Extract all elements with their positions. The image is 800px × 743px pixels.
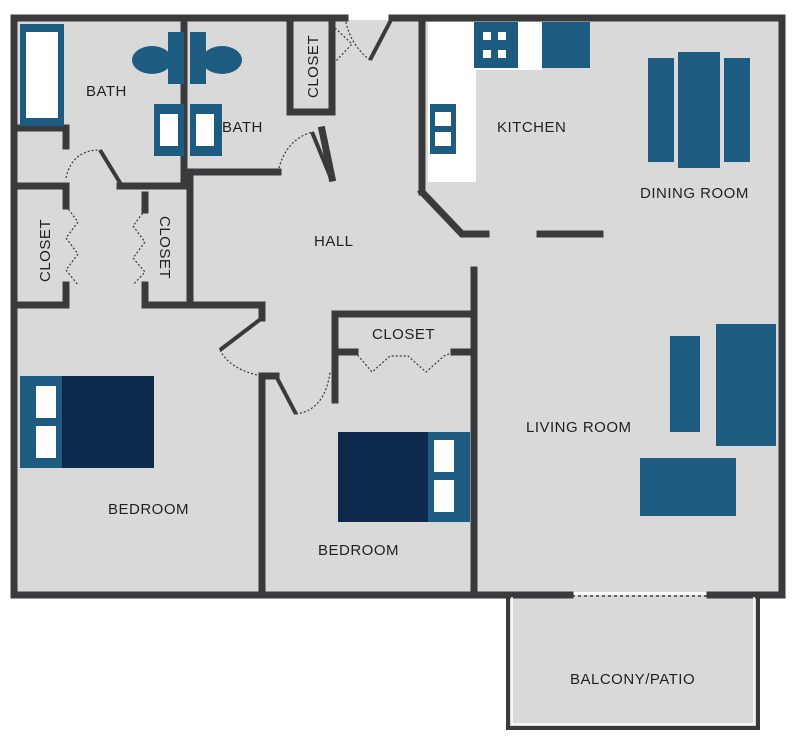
label-bath-2: BATH [222,119,263,136]
balcony-outline [506,595,760,730]
sink-1-basin [160,114,178,146]
closet-bed2-door [354,351,455,373]
bath2-door-swing [277,131,313,173]
wall-top-right [388,14,786,599]
wall-hall-stub [317,125,337,183]
label-bedroom-2: BEDROOM [318,542,399,559]
label-closet-left-2: CLOSET [156,216,173,279]
label-hall: HALL [314,233,354,250]
toilet-2-tank [190,32,206,84]
bedroom2-door-leaf [274,375,298,415]
bath1-door-swing [65,149,101,179]
dining-bench-right [724,58,750,162]
refrigerator [542,22,590,68]
loveseat [640,458,736,516]
closet-left-1-door [65,205,79,286]
label-living-room: LIVING ROOM [526,419,632,436]
label-closet-bedroom: CLOSET [372,326,435,343]
label-bath-1: BATH [86,83,127,100]
bed-1-pillow-1 [36,386,56,418]
bed-2-pillow-2 [434,480,454,512]
kitchen-counter [428,22,476,182]
burner-4 [498,50,506,58]
room-labels: BATH BATH CLOSET CLOSET CLOSET CLOSET KI… [37,35,749,688]
kitchen-sink [430,104,456,154]
label-closet-left-1: CLOSET [37,219,54,282]
bedroom1-door-leaf [218,316,264,352]
kitchen-fixtures [428,22,590,182]
bed-1-pillow-2 [36,426,56,458]
balcony-inner [511,597,755,725]
floor-areas [14,20,780,727]
entry-door-leaf [368,17,394,61]
burner-1 [483,32,491,40]
living-fixtures [640,324,776,516]
bath1-door-leaf [98,148,124,188]
bathtub-inner [26,32,58,118]
entry-door-swing [344,17,371,61]
main-floor [14,20,780,592]
bed-2-pillow-1 [434,440,454,472]
burner-2 [498,32,506,40]
label-closet-top: CLOSET [305,35,322,98]
toilet-2-bowl [202,46,242,74]
label-balcony: BALCONY/PATIO [570,671,695,688]
bedroom2-door-swing [295,371,331,415]
dining-table [678,52,720,168]
label-kitchen: KITCHEN [497,119,566,136]
tv-console [670,336,700,432]
dining-bench-left [648,58,674,162]
stove [474,22,518,68]
doors [65,17,455,415]
sink-2-basin [196,114,214,146]
bath1-fixtures [20,24,184,156]
closet-left-2-door [132,209,146,286]
dining-fixtures [648,52,750,168]
burner-3 [483,50,491,58]
bath2-door-leaf [310,131,332,177]
sofa [716,324,776,446]
bedroom-fixtures [20,376,470,522]
kitchen-sink-basin-2 [435,132,451,146]
label-bedroom-1: BEDROOM [108,501,189,518]
kitchen-sink-basin-1 [435,112,451,126]
bath2-fixtures [190,32,242,156]
wall-kitchen-diag [417,187,490,238]
toilet-1-tank [168,32,184,84]
toilet-1-bowl [132,46,172,74]
label-dining-room: DINING ROOM [640,185,749,202]
balcony-floor [508,595,760,727]
balcony-railing [506,595,760,730]
